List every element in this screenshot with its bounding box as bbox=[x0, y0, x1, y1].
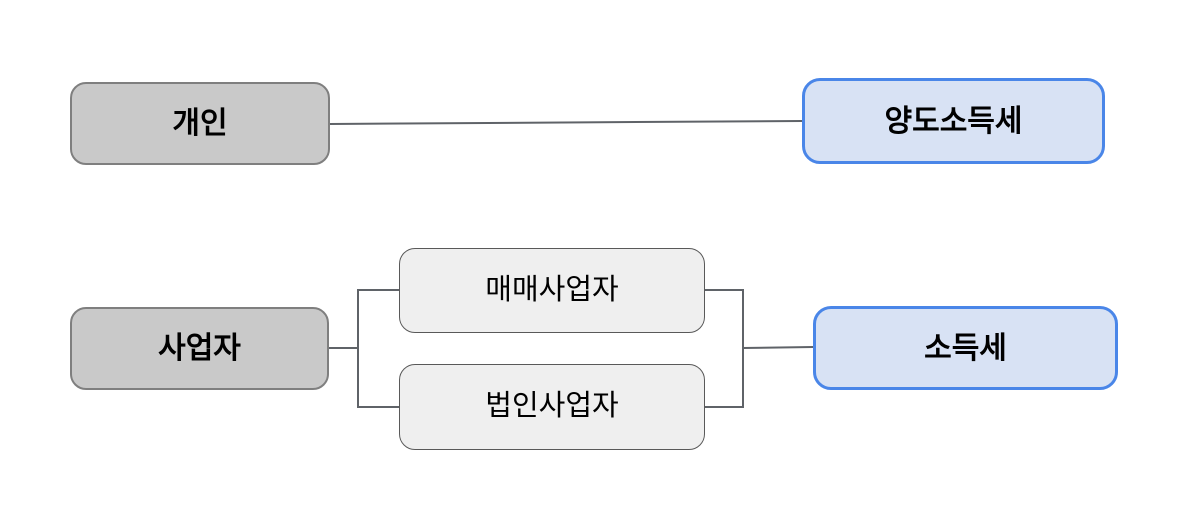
node-corporate-business-label: 법인사업자 bbox=[485, 390, 619, 423]
node-trading-business-label: 매매사업자 bbox=[485, 273, 619, 306]
node-trading-business: 매매사업자 bbox=[399, 248, 705, 333]
node-income-tax-label: 소득세 bbox=[924, 331, 1007, 365]
node-income-tax: 소득세 bbox=[813, 306, 1118, 390]
edge-merge-income-tax bbox=[742, 346, 814, 349]
node-capital-gains-tax-label: 양도소득세 bbox=[884, 104, 1023, 138]
node-individual-label: 개인 bbox=[172, 107, 228, 140]
node-corporate-business: 법인사업자 bbox=[399, 364, 705, 450]
edge-individual-capital-gains bbox=[329, 120, 803, 125]
node-business: 사업자 bbox=[70, 307, 329, 390]
node-individual: 개인 bbox=[70, 82, 330, 165]
node-capital-gains-tax: 양도소득세 bbox=[802, 78, 1105, 164]
node-business-label: 사업자 bbox=[158, 332, 241, 365]
